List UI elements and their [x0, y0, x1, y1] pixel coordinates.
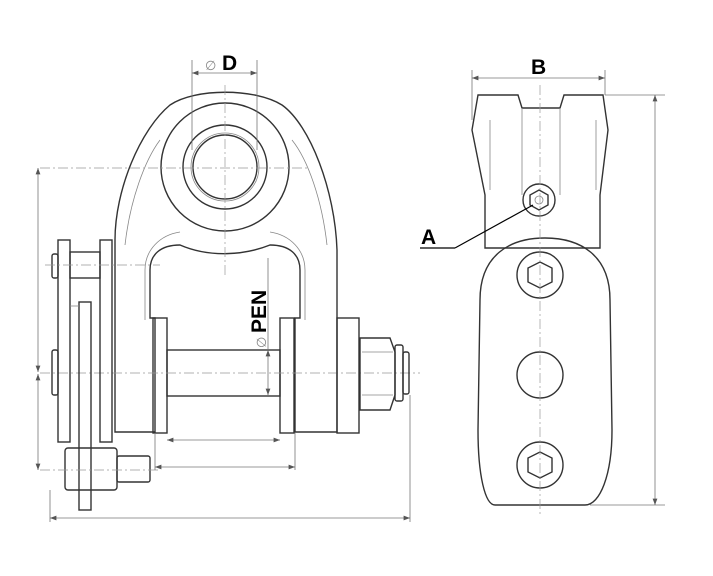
side-plate: [57, 239, 71, 443]
shackle-body: [114, 91, 338, 433]
label-a: A: [421, 226, 436, 249]
diameter-symbol-pen: ∅: [255, 337, 270, 348]
side-view: [420, 70, 665, 515]
diameter-symbol-d: ∅: [205, 59, 216, 74]
lower-body: [477, 237, 613, 506]
nut: [359, 337, 396, 411]
washer: [336, 317, 360, 434]
label-pen: PEN: [248, 290, 271, 333]
label-d: D: [222, 52, 237, 75]
label-b: B: [531, 56, 546, 79]
set-screw: [522, 183, 556, 217]
front-view: [35, 60, 420, 522]
